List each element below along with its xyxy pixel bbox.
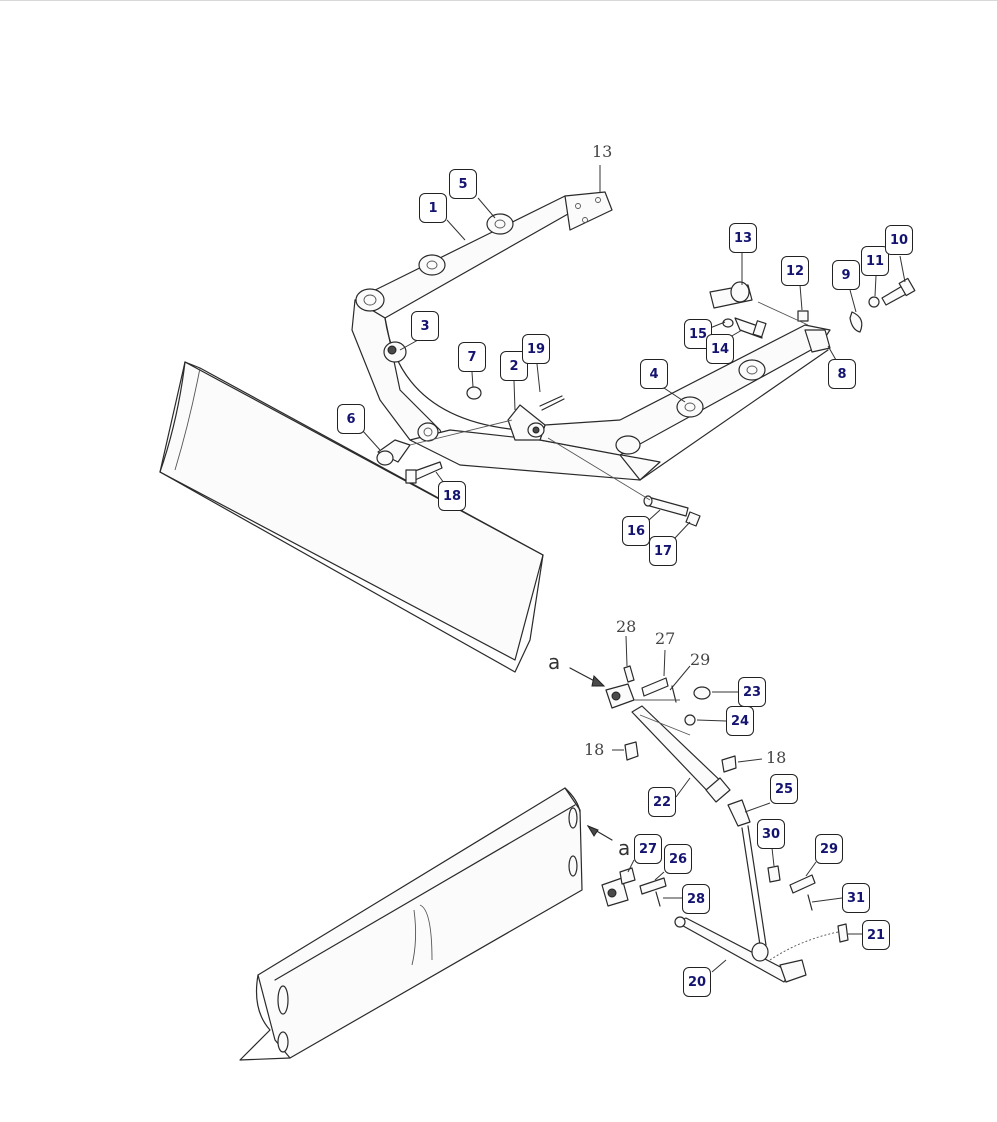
callout-10[interactable]: 10: [885, 225, 913, 255]
plain-label-13: 13: [592, 142, 613, 161]
callout-3[interactable]: 3: [411, 311, 439, 341]
callout-26[interactable]: 26: [664, 844, 692, 874]
u-frame: [351, 191, 831, 481]
callout-5[interactable]: 5: [449, 169, 477, 199]
callout-24[interactable]: 24: [726, 706, 754, 736]
callout-16[interactable]: 16: [622, 516, 650, 546]
callout-6[interactable]: 6: [337, 404, 365, 434]
view-arrows: [569, 667, 613, 841]
callout-27[interactable]: 27: [634, 834, 662, 864]
callout-13[interactable]: 13: [729, 223, 757, 253]
callout-25[interactable]: 25: [770, 774, 798, 804]
upper-loose-parts: [376, 277, 916, 527]
callout-22[interactable]: 22: [648, 787, 676, 817]
view-mark-a-upper: a: [548, 650, 561, 674]
callout-14[interactable]: 14: [706, 334, 734, 364]
view-mark-a-lower: a: [618, 836, 631, 860]
plain-label-29: 29: [690, 650, 711, 669]
callout-20[interactable]: 20: [683, 967, 711, 997]
plain-label-27: 27: [655, 629, 676, 648]
top-border: [0, 0, 997, 1]
callout-29[interactable]: 29: [815, 834, 843, 864]
callout-21[interactable]: 21: [862, 920, 890, 950]
callout-1[interactable]: 1: [419, 193, 447, 223]
lower-loose-parts: [601, 665, 849, 983]
lower-blade: [239, 787, 583, 1061]
callout-11[interactable]: 11: [861, 246, 889, 276]
plain-label-18-right: 18: [766, 748, 787, 767]
callout-9[interactable]: 9: [832, 260, 860, 290]
callout-7[interactable]: 7: [458, 342, 486, 372]
callout-30[interactable]: 30: [757, 819, 785, 849]
callout-8[interactable]: 8: [828, 359, 856, 389]
callout-19[interactable]: 19: [522, 334, 550, 364]
upper-blade: [159, 361, 544, 673]
upper-leader-lines: [361, 165, 906, 539]
callout-17[interactable]: 17: [649, 536, 677, 566]
callout-4[interactable]: 4: [640, 359, 668, 389]
lower-leader-lines: [612, 635, 862, 973]
callout-31[interactable]: 31: [842, 883, 870, 913]
callout-18[interactable]: 18: [438, 481, 466, 511]
callout-12[interactable]: 12: [781, 256, 809, 286]
plain-label-18-left: 18: [584, 740, 605, 759]
callout-23[interactable]: 23: [738, 677, 766, 707]
callout-28[interactable]: 28: [682, 884, 710, 914]
plain-label-28: 28: [616, 617, 637, 636]
